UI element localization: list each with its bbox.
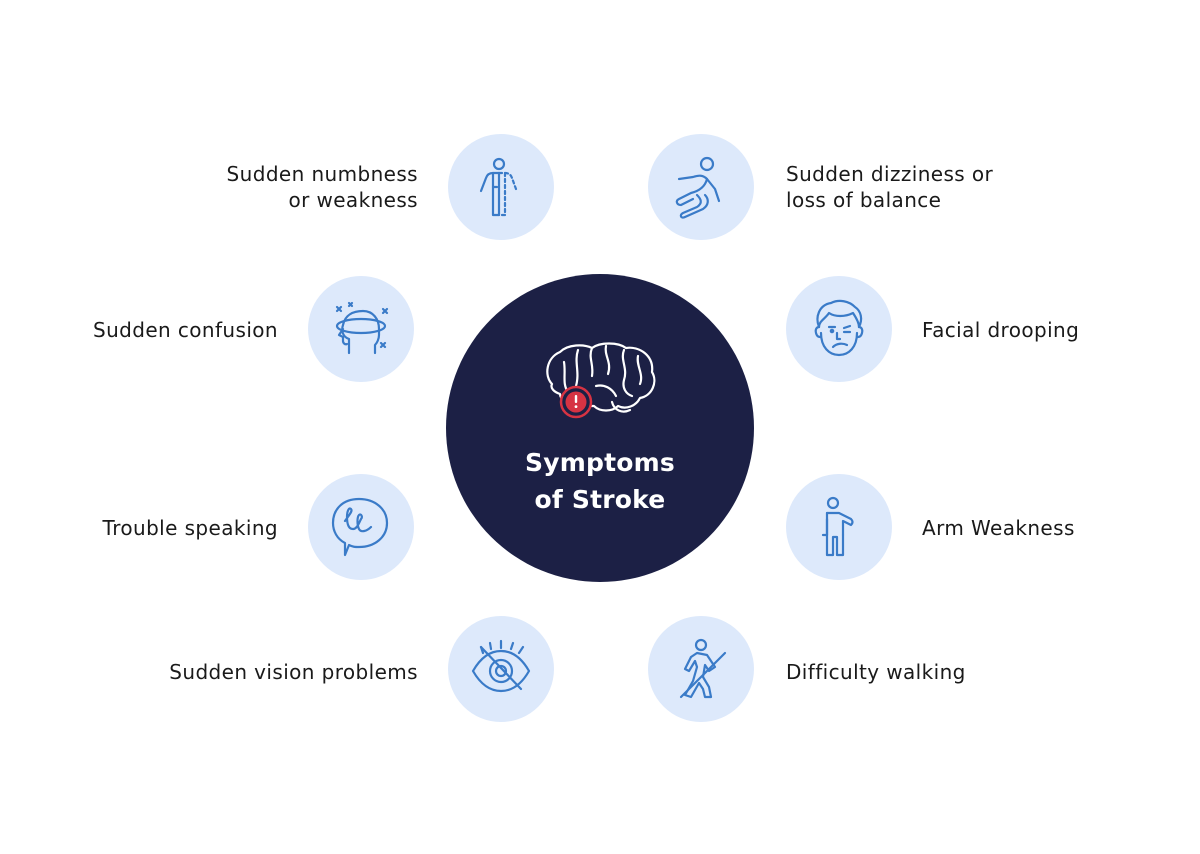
center-title-line1: Symptoms xyxy=(525,448,675,477)
label-walking: Difficulty walking xyxy=(786,660,966,684)
label-dizziness: Sudden dizziness or loss of balance xyxy=(786,161,993,213)
center-title: Symptoms of Stroke xyxy=(525,444,675,518)
speech-bubble-icon xyxy=(331,497,389,557)
arm-weakness-icon xyxy=(821,496,854,557)
facial-icon-circle xyxy=(786,276,892,382)
center-circle: Symptoms of Stroke xyxy=(446,274,754,582)
label-facial: Facial drooping xyxy=(922,318,1080,342)
falling-person-icon xyxy=(675,156,721,219)
numbness-icon-circle xyxy=(448,134,554,240)
walking-icon-circle xyxy=(648,616,754,722)
walking-crossed-icon xyxy=(679,638,727,699)
vision-icon-circle xyxy=(448,616,554,722)
label-arm: Arm Weakness xyxy=(922,516,1075,540)
drooping-face-icon xyxy=(814,299,864,357)
arm-icon-circle xyxy=(786,474,892,580)
confusion-icon-circle xyxy=(308,276,414,382)
label-numbness: Sudden numbness or weakness xyxy=(227,161,418,213)
label-numbness-line1: Sudden numbness xyxy=(226,162,418,186)
label-dizziness-line2: loss of balance xyxy=(786,188,942,212)
speaking-icon-circle xyxy=(308,474,414,580)
label-confusion: Sudden confusion xyxy=(92,318,278,342)
crossed-eye-icon xyxy=(471,639,531,693)
label-vision: Sudden vision problems xyxy=(169,660,418,684)
label-numbness-line2: or weakness xyxy=(288,188,418,212)
body-half-icon xyxy=(479,157,518,217)
dizziness-icon-circle xyxy=(648,134,754,240)
center-title-line2: of Stroke xyxy=(534,485,666,514)
label-speaking: Trouble speaking xyxy=(102,516,278,540)
confused-head-icon xyxy=(335,301,389,355)
label-dizziness-line1: Sudden dizziness or xyxy=(786,162,994,186)
brain-alert-icon xyxy=(546,342,656,419)
